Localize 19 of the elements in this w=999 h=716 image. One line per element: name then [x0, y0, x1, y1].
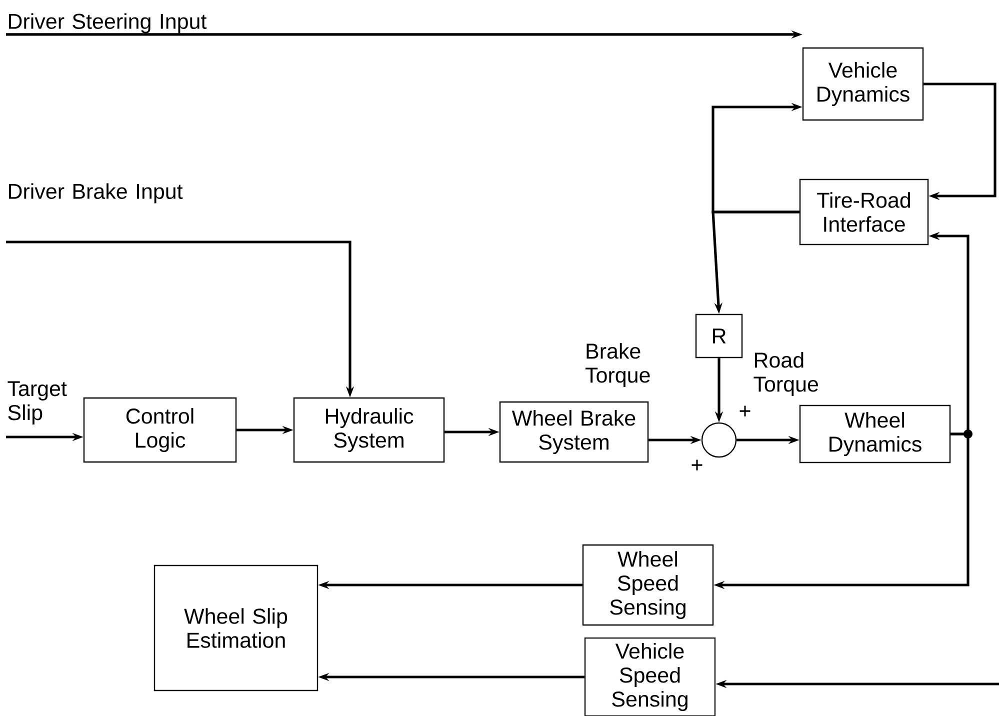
block-box: Tire-Road Interface	[799, 178, 929, 246]
gain-box: R	[695, 314, 743, 358]
signal-label: Road Torque	[754, 352, 818, 396]
arrow	[924, 82, 996, 200]
block-box: Wheel Slip Estimation	[154, 564, 318, 692]
block-box: Wheel Brake System	[499, 401, 649, 463]
sign-label: +	[692, 460, 702, 470]
block-box: Control Logic	[83, 397, 237, 463]
summing-junction	[701, 422, 737, 458]
block-box: Wheel Speed Sensing	[582, 544, 714, 626]
input-label: Driver Brake Input	[8, 183, 183, 204]
block-box: Vehicle Speed Sensing	[584, 637, 716, 716]
block-box: Wheel Dynamics	[799, 404, 951, 464]
block-box: Hydraulic System	[293, 397, 445, 463]
block-box: Vehicle Dynamics	[802, 47, 924, 121]
sign-label: +	[740, 406, 750, 416]
signal-label: Brake Torque	[586, 343, 650, 388]
input-label: Driver Steering Input	[8, 13, 207, 34]
input-label: Target Slip	[8, 381, 67, 424]
